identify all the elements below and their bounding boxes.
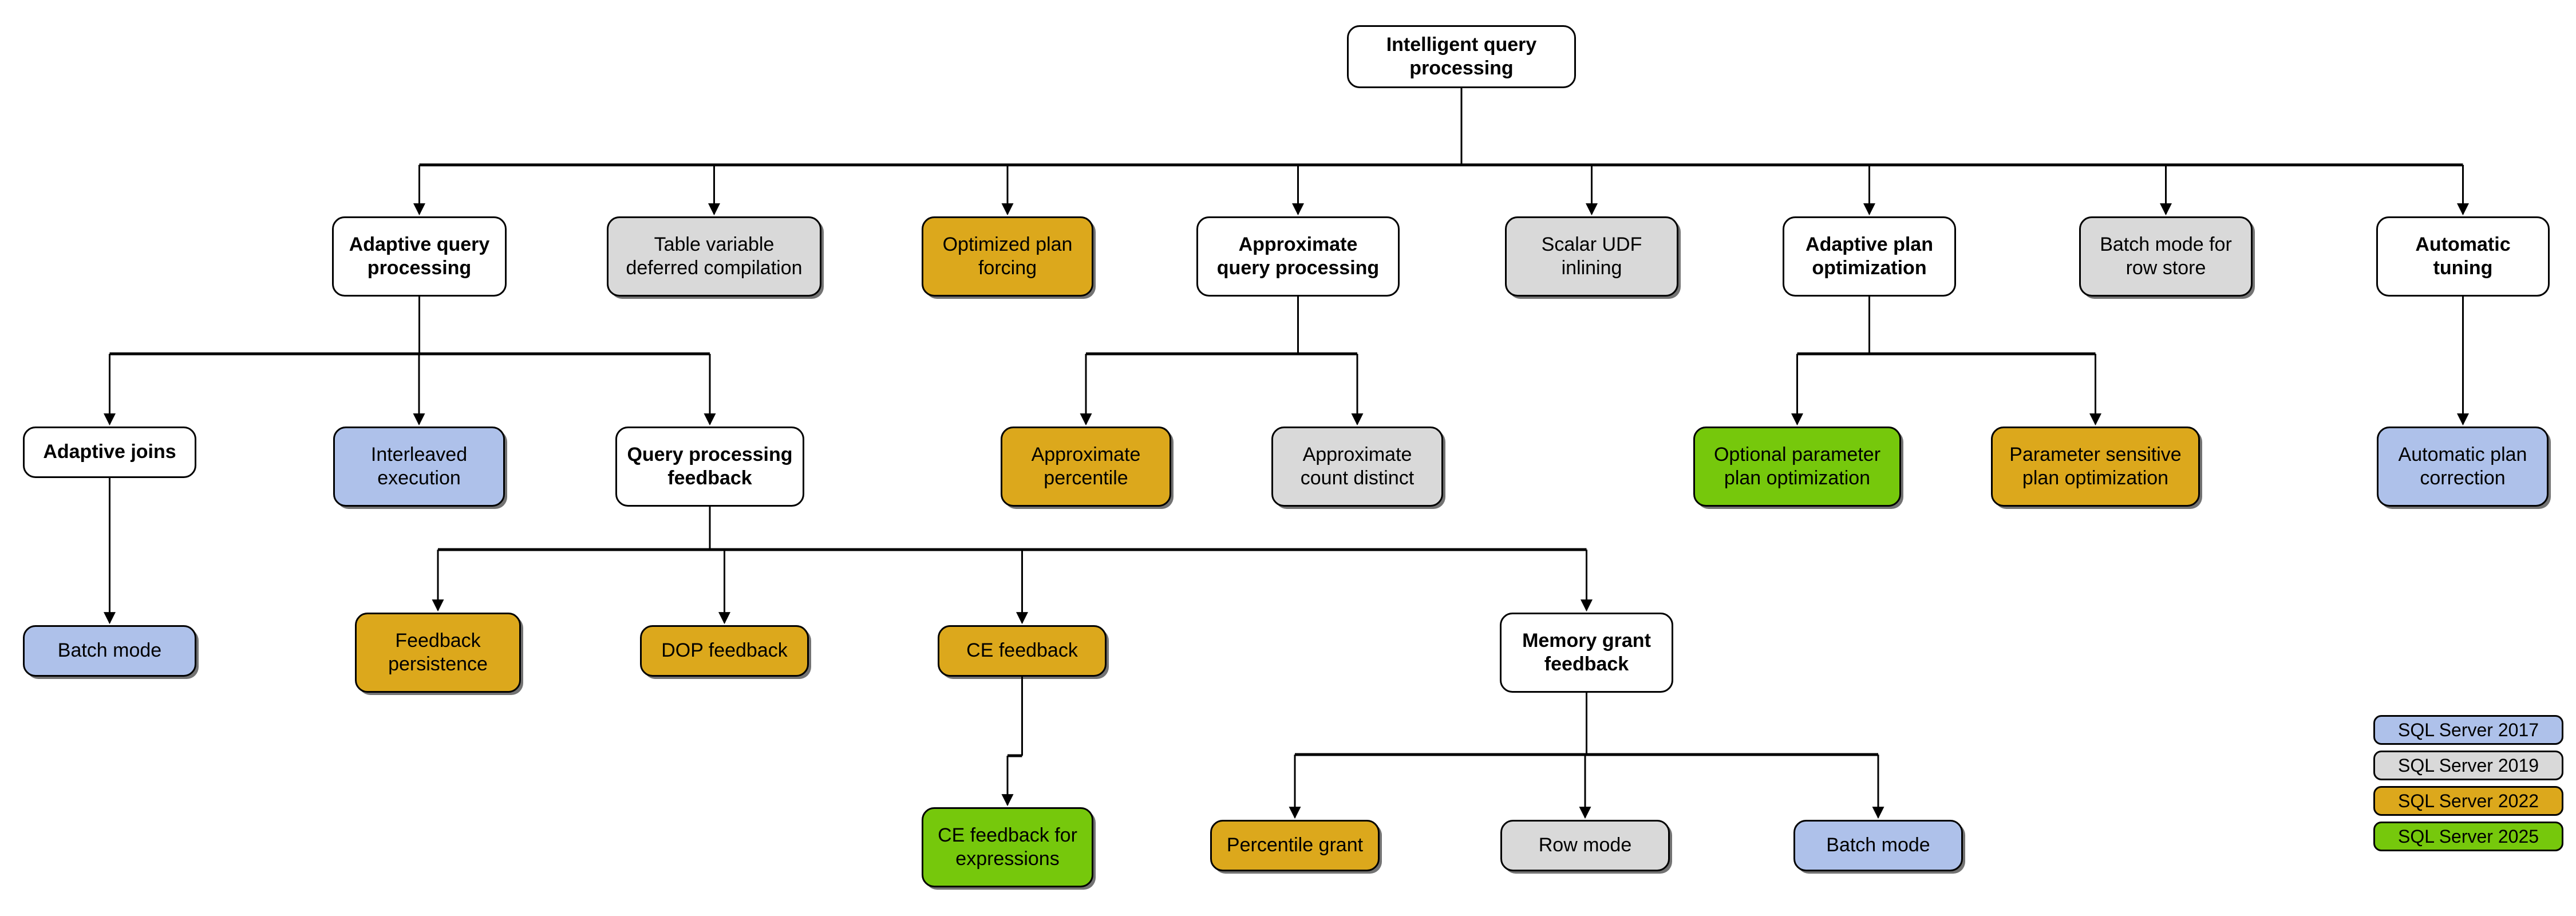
node-label: CE feedback [966,639,1078,662]
node-aj[interactable]: Adaptive joins [23,427,196,478]
node-pg[interactable]: Percentile grant [1210,820,1380,871]
node-label: DOP feedback [661,639,788,662]
legend-item-sql-server-2025: SQL Server 2025 [2373,822,2563,851]
node-bm2[interactable]: Batch mode [1793,820,1963,871]
node-label: Batch mode [1826,834,1930,856]
node-label: Percentile grant [1226,834,1364,856]
node-cef[interactable]: CE feedback [938,625,1107,677]
node-dopf[interactable]: DOP feedback [640,625,809,677]
legend-item-sql-server-2017: SQL Server 2017 [2373,715,2563,745]
node-rm[interactable]: Row mode [1500,820,1670,871]
node-label: Adaptive joins [43,441,176,463]
node-label: Row mode [1538,834,1632,856]
node-label: Batch mode [57,639,162,662]
legend-item-sql-server-2022: SQL Server 2022 [2373,786,2563,816]
legend-item-sql-server-2019: SQL Server 2019 [2373,751,2563,780]
node-bm1[interactable]: Batch mode [23,625,196,677]
